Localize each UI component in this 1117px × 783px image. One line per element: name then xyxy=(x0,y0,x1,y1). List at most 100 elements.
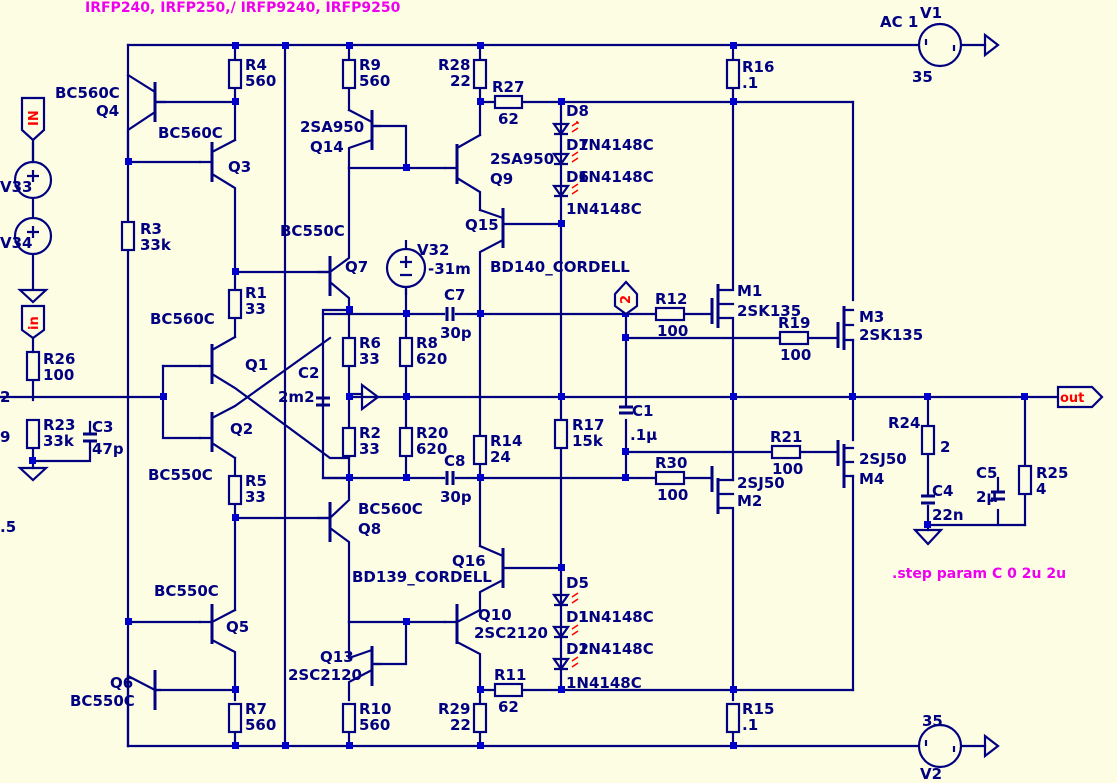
svg-text:Q8: Q8 xyxy=(358,520,381,538)
resistor-r14 xyxy=(472,434,488,466)
svg-text:R23: R23 xyxy=(43,416,75,434)
svg-text:Q5: Q5 xyxy=(226,618,249,636)
svg-text:2SC2120: 2SC2120 xyxy=(288,666,362,684)
diode-d1 xyxy=(551,624,579,639)
svg-text:C8: C8 xyxy=(444,452,465,470)
svg-text:560: 560 xyxy=(359,716,390,734)
svg-text:100: 100 xyxy=(772,460,803,478)
capacitor-c7 xyxy=(445,307,455,321)
resistor-r4 xyxy=(227,58,243,90)
svg-text:1N4148C: 1N4148C xyxy=(578,608,654,626)
svg-text:1N4148C: 1N4148C xyxy=(578,168,654,186)
svg-text:1N4148C: 1N4148C xyxy=(578,640,654,658)
svg-text:100: 100 xyxy=(657,486,688,504)
svg-text:4: 4 xyxy=(1036,480,1046,498)
svg-text:Q2: Q2 xyxy=(230,420,253,438)
net-flags: IN in 2 out xyxy=(20,96,1104,409)
diode-d6 xyxy=(551,183,579,198)
resistor-r8 xyxy=(398,336,414,368)
resistors xyxy=(25,58,1033,734)
diode-d7 xyxy=(551,151,579,166)
svg-text:R7: R7 xyxy=(245,700,267,718)
svg-text:BD139_CORDELL: BD139_CORDELL xyxy=(352,568,492,586)
ground-symbol xyxy=(912,528,944,546)
svg-text:BC550C: BC550C xyxy=(148,466,213,484)
ground-symbol xyxy=(983,32,1000,58)
ground-symbol xyxy=(17,466,49,482)
svg-text:35: 35 xyxy=(912,68,933,86)
capacitor-c2 xyxy=(316,396,330,407)
svg-text:22: 22 xyxy=(450,72,471,90)
svg-text:out: out xyxy=(1060,391,1084,406)
svg-text:2: 2 xyxy=(940,438,950,456)
svg-text:R4: R4 xyxy=(245,56,267,74)
svg-text:BC560C: BC560C xyxy=(55,84,120,102)
diodes xyxy=(551,121,579,671)
svg-text:Q1: Q1 xyxy=(245,356,268,374)
svg-text:33: 33 xyxy=(245,300,266,318)
transistor-bases xyxy=(153,82,505,710)
svg-text:33k: 33k xyxy=(140,236,172,254)
labels: IRFP240, IRFP250,/ IRFP9240, IRFP9250 .s… xyxy=(0,0,1068,783)
svg-text:M2: M2 xyxy=(737,492,762,510)
svg-text:R26: R26 xyxy=(43,350,75,368)
step-directive: .step param C 0 2u 2u xyxy=(892,566,1066,582)
svg-text:620: 620 xyxy=(416,440,447,458)
svg-text:M3: M3 xyxy=(859,308,884,326)
resistor-r28 xyxy=(472,58,488,90)
resistor-r23 xyxy=(25,418,41,450)
capacitor-c8 xyxy=(445,471,455,485)
resistor-r27 xyxy=(493,94,524,110)
svg-text:R8: R8 xyxy=(416,334,438,352)
svg-text:Q10: Q10 xyxy=(478,606,512,624)
svg-text:R28: R28 xyxy=(438,56,470,74)
svg-text:2m2: 2m2 xyxy=(278,388,315,406)
svg-text:V32: V32 xyxy=(417,241,449,259)
svg-text:2SK135: 2SK135 xyxy=(859,326,923,344)
svg-text:R16: R16 xyxy=(742,58,774,76)
svg-text:30p: 30p xyxy=(440,324,472,342)
svg-text:560: 560 xyxy=(245,72,276,90)
svg-text:AC 1: AC 1 xyxy=(880,13,918,31)
svg-text:Q14: Q14 xyxy=(310,138,344,156)
junctions xyxy=(29,42,1028,749)
svg-text:2SA950: 2SA950 xyxy=(490,150,554,168)
svg-text:R6: R6 xyxy=(359,334,381,352)
svg-text:BC550C: BC550C xyxy=(280,222,345,240)
svg-text:100: 100 xyxy=(43,366,74,384)
svg-text:1N4148C: 1N4148C xyxy=(566,674,642,692)
svg-text:22n: 22n xyxy=(932,506,964,524)
svg-text:R11: R11 xyxy=(494,666,526,684)
flag-out: out xyxy=(1056,385,1104,409)
resistor-r25 xyxy=(1017,464,1033,496)
source-v34 xyxy=(13,210,53,290)
svg-text:.5: .5 xyxy=(0,518,16,536)
mosfets xyxy=(710,284,855,514)
svg-text:M1: M1 xyxy=(737,282,762,300)
resistor-r19 xyxy=(778,330,810,346)
svg-text:620: 620 xyxy=(416,350,447,368)
svg-text:Q7: Q7 xyxy=(345,258,368,276)
svg-text:1N4148C: 1N4148C xyxy=(578,136,654,154)
resistor-r11 xyxy=(493,682,524,698)
svg-text:R5: R5 xyxy=(245,472,267,490)
diode-d8 xyxy=(551,121,579,136)
source-v1 xyxy=(917,22,963,68)
resistor-r12 xyxy=(654,306,686,322)
svg-text:V2: V2 xyxy=(920,765,942,783)
mosfet-m3 xyxy=(836,306,855,350)
diode-d5 xyxy=(551,592,579,607)
capacitor-c3 xyxy=(83,420,97,450)
capacitor-c4 xyxy=(921,494,935,505)
svg-text:R25: R25 xyxy=(1036,464,1068,482)
svg-text:33k: 33k xyxy=(43,432,75,450)
svg-text:2: 2 xyxy=(619,295,634,304)
svg-text:.1µ: .1µ xyxy=(630,426,657,444)
resistor-r24 xyxy=(920,424,936,456)
svg-text:24: 24 xyxy=(490,448,511,466)
resistor-r17 xyxy=(553,418,569,450)
svg-text:Q4: Q4 xyxy=(96,102,119,120)
svg-text:100: 100 xyxy=(657,322,688,340)
resistor-r1 xyxy=(227,288,243,320)
